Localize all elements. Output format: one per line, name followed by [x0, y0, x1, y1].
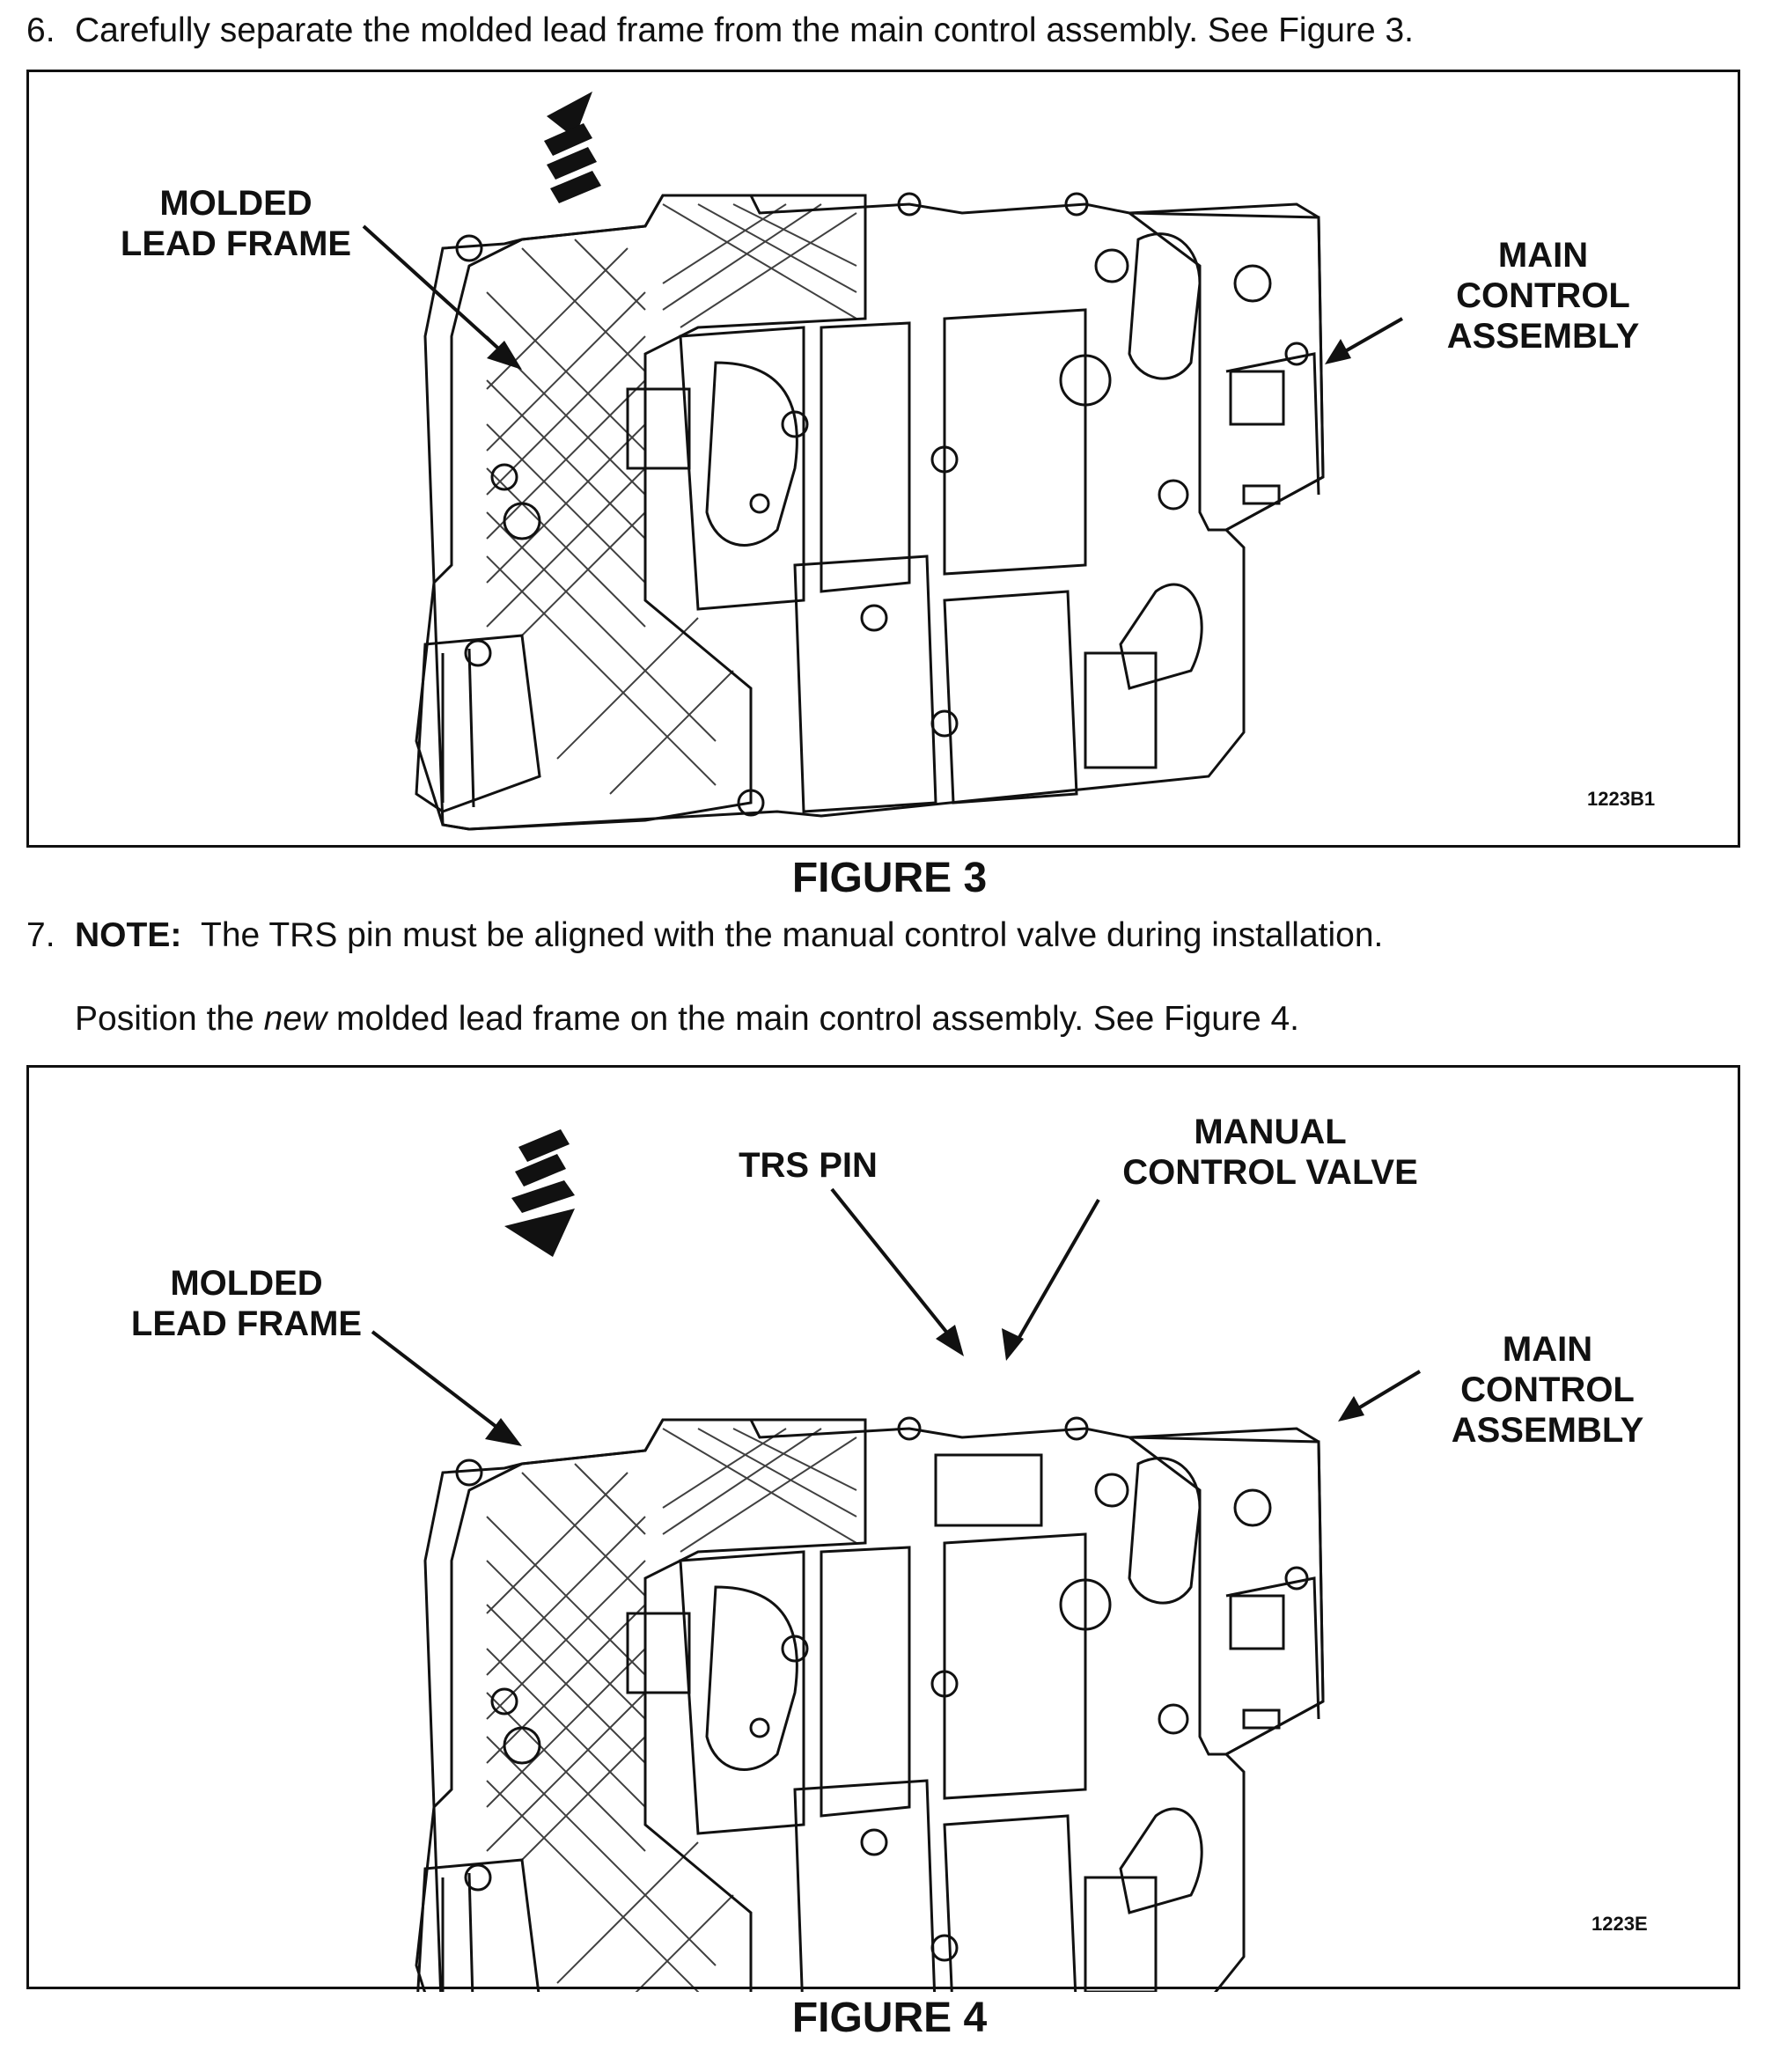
molded-lead-frame-label: MOLDED LEAD FRAME: [114, 1263, 379, 1344]
main-control-assembly-label: MAIN CONTROL ASSEMBLY: [1433, 1329, 1662, 1451]
callout-line: CONTROL: [1460, 1370, 1635, 1409]
note-text: The TRS pin must be aligned with the man…: [201, 916, 1384, 954]
figure-4-illustration: [371, 1129, 1422, 1992]
callout-line: MOLDED: [159, 184, 312, 223]
instruction-text: molded lead frame on the main control as…: [327, 1000, 1300, 1038]
step-number: 6.: [26, 11, 55, 49]
callout-line: ASSEMBLY: [1451, 1411, 1644, 1450]
callout-line: CONTROL: [1456, 276, 1630, 315]
figure-3-caption: FIGURE 3: [791, 855, 988, 901]
callout-line: ASSEMBLY: [1446, 317, 1640, 356]
figure-art-id: 1223B1: [1587, 788, 1656, 810]
step-6: 6. Carefully separate the molded lead fra…: [26, 11, 1414, 51]
step-7-instruction: Position the new molded lead frame on th…: [75, 999, 1299, 1040]
molded-lead-frame-label: MOLDED LEAD FRAME: [104, 183, 368, 264]
trs-pin-label: TRS PIN: [739, 1146, 878, 1185]
note-label: NOTE:: [75, 916, 182, 954]
manual-control-valve-label: MANUAL CONTROL VALVE: [1085, 1112, 1455, 1193]
figure-3-box: MOLDED LEAD FRAME MAIN CONTROL ASSEMBLY …: [26, 70, 1740, 848]
lift-arrow: [544, 92, 601, 203]
figure-3-illustration: [362, 92, 1403, 831]
figure-4-caption: FIGURE 4: [791, 1995, 988, 2041]
instruction-text: Position the: [75, 1000, 264, 1038]
callout-line: MAIN: [1497, 236, 1589, 275]
step-7-note: 7. NOTE: The TRS pin must be aligned with…: [26, 915, 1383, 956]
step-number: 7.: [26, 916, 55, 954]
main-control-assembly-label: MAIN CONTROL ASSEMBLY: [1429, 235, 1658, 356]
step-text: Carefully separate the molded lead frame…: [75, 11, 1414, 49]
callout-line: CONTROL VALVE: [1122, 1153, 1418, 1192]
callout-line: MAIN: [1502, 1330, 1593, 1369]
callout-line: MOLDED: [170, 1264, 323, 1303]
figure-4-box: TRS PIN MANUAL CONTROL VALVE MOLDED LEAD…: [26, 1065, 1740, 1992]
callout-line: LEAD FRAME: [120, 224, 352, 263]
install-arrow: [504, 1129, 575, 1257]
figure-art-id: 1223E: [1592, 1913, 1648, 1935]
callout-line: LEAD FRAME: [130, 1304, 363, 1343]
callout-line: MANUAL: [1194, 1113, 1347, 1151]
instruction-emphasis: new: [263, 1000, 327, 1038]
